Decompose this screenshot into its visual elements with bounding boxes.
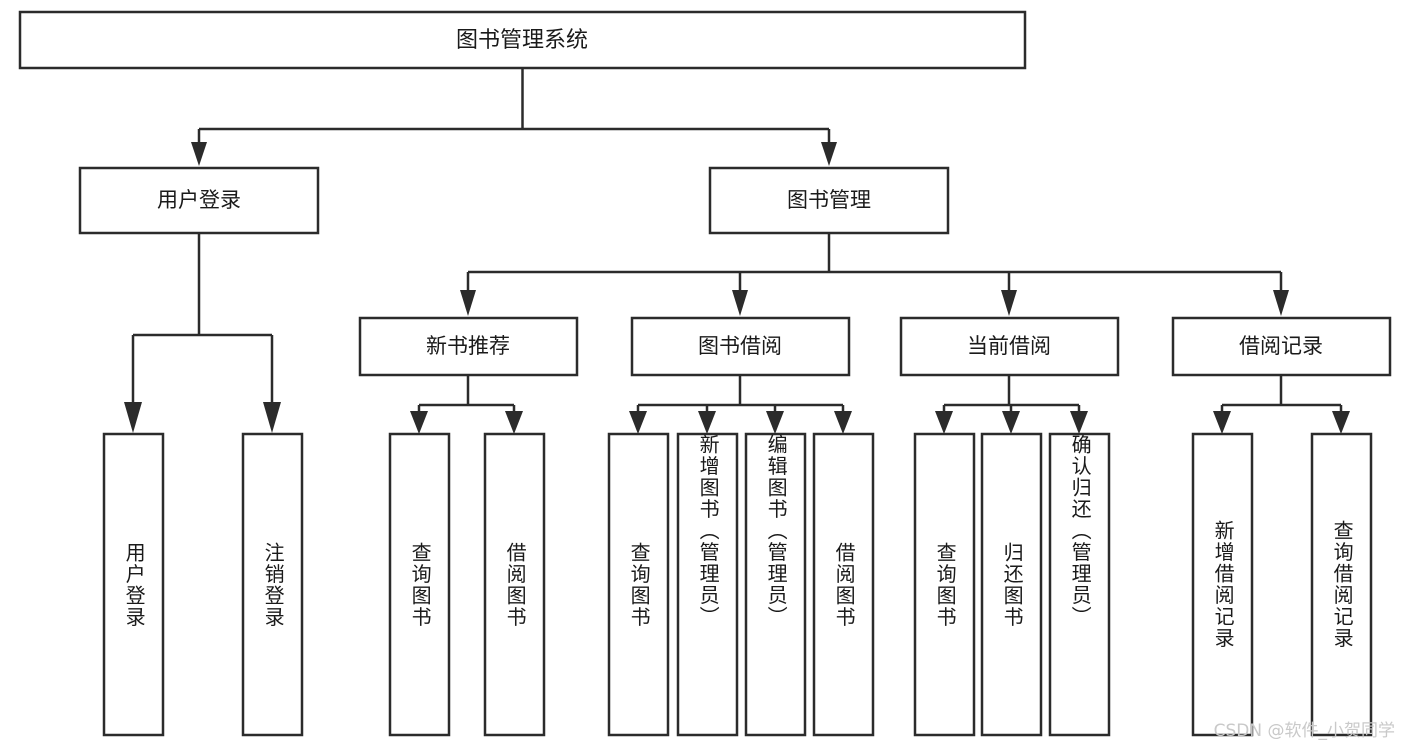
arrow-head-leaf-query-book-3 xyxy=(935,411,953,434)
arrow-head-book-manage xyxy=(821,142,837,166)
node-current-borrow[interactable]: 当前借阅 xyxy=(899,316,1120,377)
watermark-text: CSDN @软件_小贺同学 xyxy=(1213,721,1395,741)
node-user-login[interactable]: 用户登录 xyxy=(78,166,320,235)
arrow-head-current-borrow xyxy=(1001,290,1017,316)
connector-layer xyxy=(124,68,1350,434)
node-book-borrow[interactable]: 图书借阅 xyxy=(630,316,851,377)
node-layer: 图书管理系统 用户登录 图书管理 新书推荐 图书借阅 xyxy=(18,10,1392,737)
node-current-borrow-label: 当前借阅 xyxy=(967,334,1051,358)
node-book-manage-box[interactable] xyxy=(708,166,950,235)
node-root[interactable]: 图书管理系统 xyxy=(18,10,1027,70)
node-current-borrow-box[interactable] xyxy=(899,316,1120,377)
node-new-book-rec-box[interactable] xyxy=(358,316,579,377)
node-root-box[interactable] xyxy=(18,10,1027,70)
node-root-label: 图书管理系统 xyxy=(456,28,588,53)
node-leaf-add-record-box[interactable] xyxy=(1191,432,1254,737)
arrow-head-leaf-add-record xyxy=(1213,411,1231,434)
node-leaf-borrow-book-2-box[interactable] xyxy=(812,432,875,737)
node-leaf-user-login-box[interactable] xyxy=(102,432,165,737)
node-book-manage-label: 图书管理 xyxy=(787,188,871,212)
arrow-head-leaf-logout xyxy=(263,402,281,433)
arrow-head-leaf-return-book xyxy=(1002,411,1020,434)
arrow-head-leaf-query-book-1 xyxy=(410,411,428,434)
node-leaf-borrow-book-1-box[interactable] xyxy=(483,432,546,737)
node-borrow-record-box[interactable] xyxy=(1171,316,1392,377)
node-leaf-add-book-box[interactable] xyxy=(676,432,739,737)
node-user-login-box[interactable] xyxy=(78,166,320,235)
node-leaf-query-book-3-box[interactable] xyxy=(913,432,976,737)
node-borrow-record-label: 借阅记录 xyxy=(1239,334,1323,358)
node-leaf-query-book-2-box[interactable] xyxy=(607,432,670,737)
node-leaf-confirm-return-box[interactable] xyxy=(1048,432,1111,737)
node-leaf-query-book-1-box[interactable] xyxy=(388,432,451,737)
node-leaf-logout-box[interactable] xyxy=(241,432,304,737)
arrow-head-leaf-edit-book xyxy=(766,411,784,434)
node-borrow-record[interactable]: 借阅记录 xyxy=(1171,316,1392,377)
node-book-manage[interactable]: 图书管理 xyxy=(708,166,950,235)
node-book-borrow-label: 图书借阅 xyxy=(698,334,782,358)
node-leaf-query-record-box[interactable] xyxy=(1310,432,1373,737)
arrow-head-leaf-borrow-book-2 xyxy=(834,411,852,434)
node-user-login-label: 用户登录 xyxy=(157,188,241,212)
node-leaf-edit-book-box[interactable] xyxy=(744,432,807,737)
node-book-borrow-box[interactable] xyxy=(630,316,851,377)
arrow-head-leaf-query-record xyxy=(1332,411,1350,434)
arrow-head-book-borrow xyxy=(732,290,748,316)
arrow-head-leaf-borrow-book-1 xyxy=(505,411,523,434)
node-new-book-rec-label: 新书推荐 xyxy=(426,334,510,358)
arrow-head-leaf-add-book xyxy=(698,411,716,434)
arrow-head-leaf-confirm-return xyxy=(1070,411,1088,434)
node-leaf-return-book-box[interactable] xyxy=(980,432,1043,737)
node-new-book-rec[interactable]: 新书推荐 xyxy=(358,316,579,377)
arrow-head-user-login xyxy=(191,142,207,166)
arrow-head-leaf-query-book-2 xyxy=(629,411,647,434)
arrow-head-new-book-rec xyxy=(460,290,476,316)
arrow-head-borrow-record xyxy=(1273,290,1289,316)
arrow-head-leaf-user-login xyxy=(124,402,142,433)
